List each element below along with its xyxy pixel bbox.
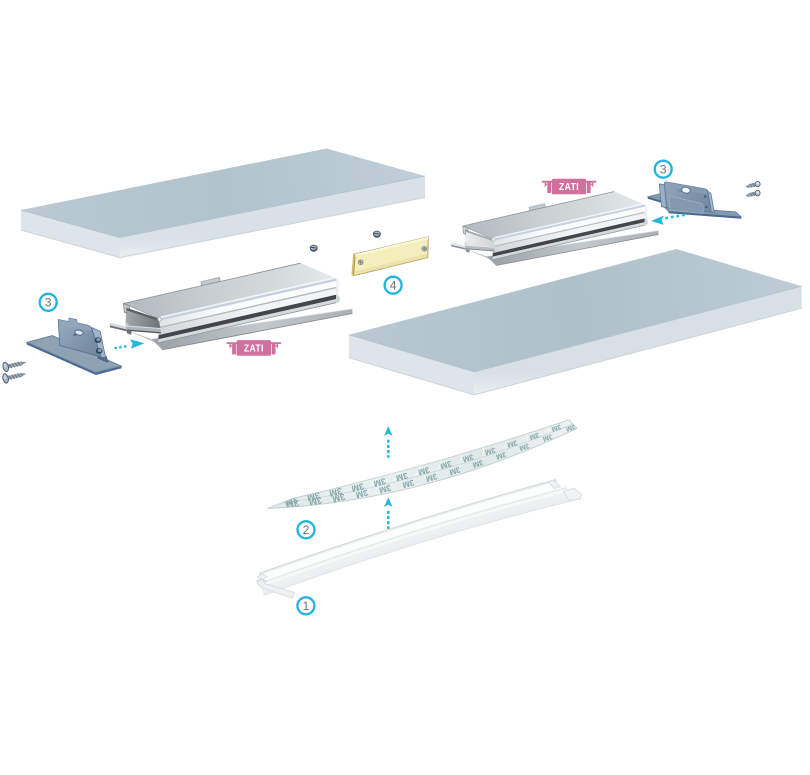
svg-text:ZATI: ZATI	[559, 182, 579, 193]
svg-text:3: 3	[660, 163, 667, 177]
svg-text:3M: 3M	[417, 465, 431, 478]
svg-text:3M: 3M	[401, 478, 415, 491]
svg-text:3M: 3M	[350, 481, 365, 494]
svg-text:3M: 3M	[484, 445, 497, 457]
svg-text:3M: 3M	[528, 431, 540, 443]
svg-text:3M: 3M	[439, 459, 453, 471]
svg-text:3M: 3M	[461, 452, 474, 464]
svg-text:3M: 3M	[472, 458, 485, 470]
svg-text:3M: 3M	[550, 423, 562, 433]
svg-text:4: 4	[390, 279, 397, 293]
svg-text:3M: 3M	[448, 465, 462, 477]
svg-text:3M: 3M	[378, 483, 392, 496]
svg-text:3M: 3M	[425, 472, 439, 484]
svg-text:3M: 3M	[506, 438, 518, 450]
svg-text:3M: 3M	[331, 492, 346, 505]
svg-text:3M: 3M	[284, 497, 300, 511]
svg-text:1: 1	[303, 599, 310, 613]
svg-text:3M: 3M	[495, 450, 508, 462]
svg-text:ZATI: ZATI	[244, 343, 264, 354]
svg-text:3M: 3M	[373, 476, 387, 489]
svg-text:3: 3	[45, 296, 52, 310]
svg-text:3M: 3M	[518, 441, 530, 453]
svg-text:3M: 3M	[355, 488, 369, 501]
svg-text:3M: 3M	[565, 423, 577, 433]
svg-text:3M: 3M	[395, 471, 409, 484]
svg-text:3M: 3M	[542, 432, 554, 442]
svg-text:2: 2	[303, 523, 310, 537]
